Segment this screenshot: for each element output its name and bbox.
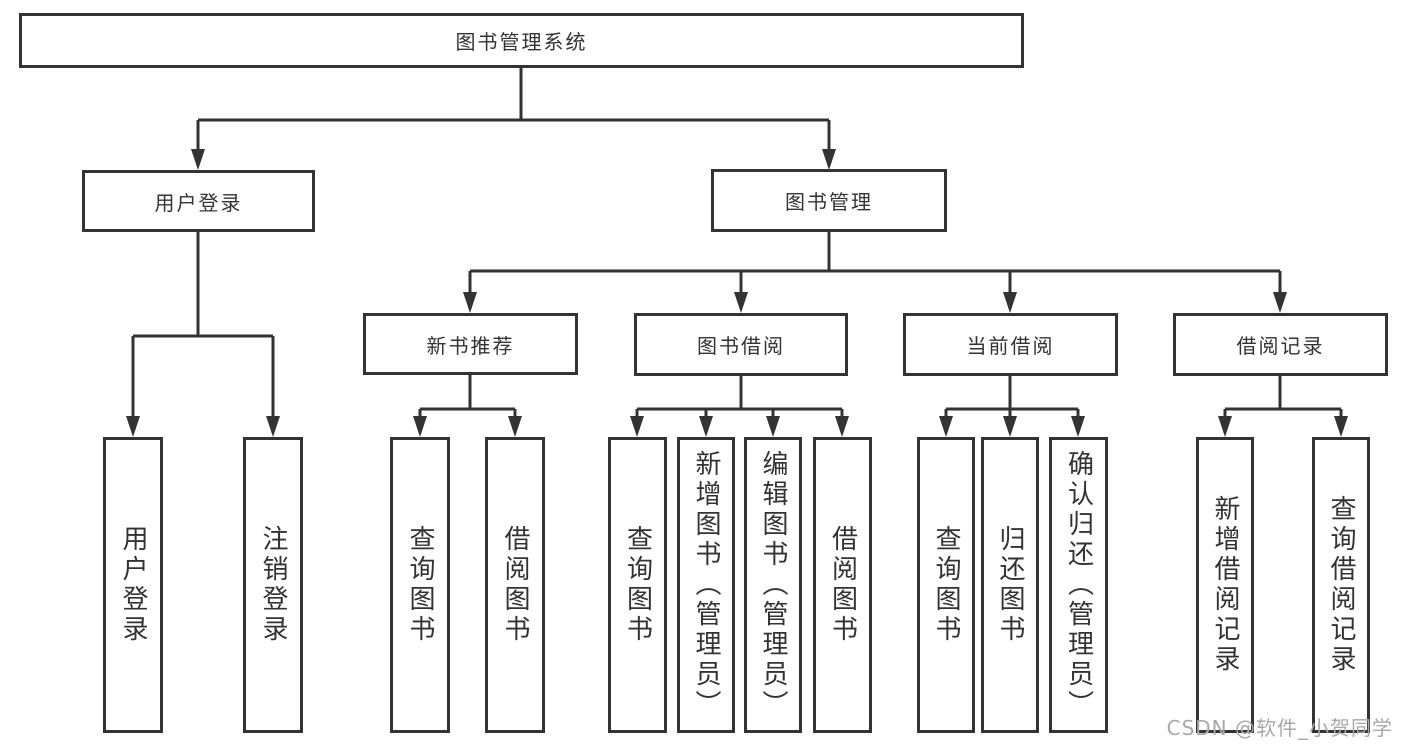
connector-newbook-to-leaves — [418, 375, 517, 433]
node-label: 查询图书 — [931, 525, 961, 645]
leaf-borrow-query-books: 查询图书 — [608, 437, 667, 733]
leaf-return-books: 归还图书 — [981, 437, 1039, 733]
leaf-logout: 注销登录 — [243, 437, 303, 733]
leaf-recommend-query-books: 查询图书 — [390, 437, 450, 733]
node-root-library-management-system: 图书管理系统 — [19, 13, 1024, 68]
node-label: 查询图书 — [405, 525, 435, 645]
arrowhead-icon — [1003, 292, 1017, 313]
leaf-edit-books-admin: 编辑图书（管理员） — [744, 437, 802, 733]
arrowhead-icon — [822, 149, 836, 170]
connector-segments — [131, 68, 1343, 433]
arrowhead-icon — [191, 149, 205, 170]
arrowhead-icon — [630, 416, 644, 437]
node-label: 用户登录 — [118, 525, 148, 645]
node-new-book-recommend: 新书推荐 — [363, 313, 578, 375]
node-label: 注销登录 — [258, 525, 288, 645]
connector-login-to-leaves — [131, 232, 275, 433]
arrowhead-icon — [463, 292, 477, 313]
arrowhead-icon — [126, 416, 140, 437]
node-label: 新增借阅记录 — [1210, 495, 1240, 675]
node-label: 图书管理系统 — [455, 30, 588, 54]
leaf-recommend-borrow-books: 借阅图书 — [485, 437, 545, 733]
node-book-management: 图书管理 — [711, 169, 947, 232]
csdn-watermark: CSDN @软件_小贺同学 — [1166, 716, 1393, 740]
connector-mgmt-to-level3 — [468, 232, 1282, 309]
leaf-confirm-return-admin: 确认归还（管理员） — [1049, 437, 1108, 733]
arrowhead-icon — [1218, 416, 1232, 437]
arrowhead-icon — [413, 416, 427, 437]
connector-root-to-level2 — [196, 68, 831, 166]
arrowhead-icon — [1071, 416, 1085, 437]
node-label: 图书借阅 — [697, 334, 785, 358]
node-label: 借阅图书 — [827, 525, 858, 645]
arrowhead-icon — [1334, 416, 1348, 437]
node-label: 新增图书（管理员） — [691, 450, 721, 720]
arrowhead-icon — [699, 416, 713, 437]
arrowhead-icon — [766, 416, 780, 437]
node-label: 用户登录 — [154, 190, 243, 215]
node-label: 归还图书 — [995, 525, 1025, 645]
node-label: 新书推荐 — [426, 333, 515, 358]
node-label: 当前借阅 — [966, 334, 1055, 358]
node-label: 确认归还（管理员） — [1063, 450, 1094, 720]
arrowhead-icon — [734, 292, 748, 313]
node-label: 查询借阅记录 — [1326, 495, 1356, 675]
node-label: 借阅记录 — [1236, 334, 1325, 358]
node-label: 图书管理 — [785, 190, 873, 214]
node-label: 编辑图书（管理员） — [758, 450, 788, 720]
leaf-current-query-books: 查询图书 — [917, 437, 975, 733]
leaf-add-borrow-record: 新增借阅记录 — [1196, 437, 1254, 733]
node-user-login: 用户登录 — [82, 170, 315, 232]
node-borrowing-records: 借阅记录 — [1173, 313, 1388, 376]
leaf-query-borrow-record: 查询借阅记录 — [1312, 437, 1370, 733]
arrowhead-icon — [266, 416, 280, 437]
connector-records-to-leaves — [1223, 376, 1343, 433]
arrowhead-icon — [508, 416, 522, 437]
arrowheads — [126, 149, 1348, 437]
arrowhead-icon — [835, 416, 849, 437]
leaf-borrow-books: 借阅图书 — [813, 437, 872, 733]
node-label: 借阅图书 — [500, 525, 530, 645]
arrowhead-icon — [939, 416, 953, 437]
node-current-borrowing: 当前借阅 — [903, 313, 1118, 376]
arrowhead-icon — [1003, 416, 1017, 437]
node-label: 查询图书 — [622, 525, 653, 645]
connector-borrow-to-leaves — [635, 376, 844, 433]
leaf-user-login: 用户登录 — [103, 437, 163, 733]
node-book-borrowing: 图书借阅 — [634, 313, 848, 376]
leaf-add-books-admin: 新增图书（管理员） — [677, 437, 735, 733]
arrowhead-icon — [1273, 292, 1287, 313]
